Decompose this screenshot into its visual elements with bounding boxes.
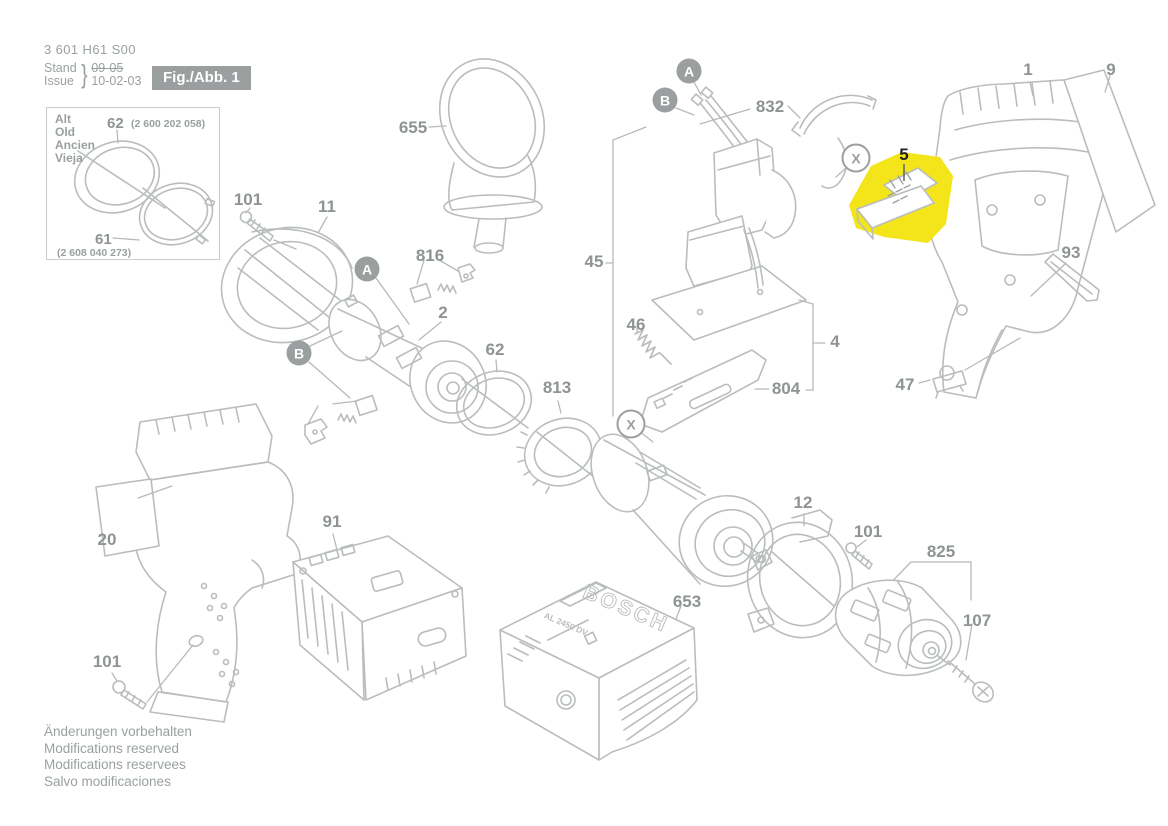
marker-a-mid: A xyxy=(354,256,380,282)
legacy-word-ancien: Ancien xyxy=(55,138,96,152)
part-101-screw-bottom xyxy=(111,644,194,710)
type-number: 3 601 H61 S00 xyxy=(44,42,136,57)
part-45-switch-assembly xyxy=(605,86,807,417)
callout-1: 1 xyxy=(1023,60,1033,79)
marker-b-top: B xyxy=(652,87,678,113)
callout-47: 47 xyxy=(895,375,915,394)
revision-brace: } xyxy=(80,58,88,89)
part-12-flange xyxy=(746,509,854,639)
legacy-parts-box: Alt Old Ancien Vieja 62 (2 600 202 058) … xyxy=(46,107,220,260)
marker-leaders xyxy=(308,81,702,399)
footer-line-en: Modifications reserved xyxy=(44,740,180,756)
part-816-brush-lower xyxy=(304,394,378,445)
group-4-bracket xyxy=(754,299,826,391)
marker-b-mid: B xyxy=(286,340,312,366)
callout-20: 20 xyxy=(97,530,117,549)
legacy-word-alt: Alt xyxy=(55,112,71,126)
marker-x-mid: X xyxy=(616,409,646,439)
callout-655: 655 xyxy=(398,118,428,137)
callout-5: 5 xyxy=(899,145,909,164)
footer-line-es: Salvo modificaciones xyxy=(44,773,171,789)
part-62-ring xyxy=(455,359,533,436)
part-5-slider xyxy=(849,152,953,243)
legacy-part-62-number: 62 xyxy=(107,115,124,132)
legacy-part-62-code: (2 600 202 058) xyxy=(131,118,206,130)
callout-101-bottom: 101 xyxy=(92,652,122,671)
legacy-part-61-number: 61 xyxy=(95,231,112,248)
revision-labels: Stand Issue xyxy=(44,62,77,88)
part-1-housing xyxy=(927,79,1105,399)
legacy-ring-61-art xyxy=(112,182,216,246)
part-825-chuck xyxy=(834,561,973,677)
callout-45: 45 xyxy=(584,252,604,271)
callout-93: 93 xyxy=(1061,243,1081,262)
callout-46: 46 xyxy=(626,315,646,334)
part-101-screw-right xyxy=(845,539,873,570)
footer-line-fr: Modifications reservees xyxy=(44,757,186,772)
part-9-plate xyxy=(1063,69,1156,233)
superseded-date: 09-05 xyxy=(91,61,124,75)
part-46-spring xyxy=(634,326,672,365)
callout-101-top: 101 xyxy=(233,190,263,209)
legacy-ring-62-art xyxy=(73,129,166,214)
part-91-battery xyxy=(292,533,467,701)
callout-813: 813 xyxy=(542,378,572,397)
revision-block: Stand Issue } 09-05 10-02-03 xyxy=(44,58,141,89)
callout-816-upper: 816 xyxy=(415,246,445,265)
callout-2: 2 xyxy=(438,303,448,322)
part-816-brush-upper xyxy=(409,259,476,303)
part-20-drill-housing xyxy=(95,403,301,723)
callout-62: 62 xyxy=(485,340,505,359)
footer-notice: Änderungen vorbehalten Modifications res… xyxy=(44,724,192,790)
stand-label: Stand xyxy=(44,61,77,75)
part-gearbox xyxy=(590,430,774,588)
callout-4: 4 xyxy=(830,332,840,351)
callout-9: 9 xyxy=(1106,60,1116,79)
revision-dates: 09-05 10-02-03 xyxy=(91,62,141,88)
part-47-clip xyxy=(918,337,1021,399)
current-date: 10-02-03 xyxy=(91,74,142,88)
callout-101-right: 101 xyxy=(853,522,883,541)
footer-line-de: Änderungen vorbehalten xyxy=(44,724,192,739)
legacy-word-vieja: Vieja xyxy=(55,151,83,165)
part-655-funnel xyxy=(428,58,546,254)
legacy-part-61-code: (2 608 040 273) xyxy=(57,247,132,259)
marker-x-top: X xyxy=(841,143,871,173)
callout-12: 12 xyxy=(793,493,813,512)
legacy-word-old: Old xyxy=(55,125,75,139)
callout-107: 107 xyxy=(962,611,992,630)
callout-804: 804 xyxy=(771,379,801,398)
part-653-charger xyxy=(499,581,698,761)
callout-825: 825 xyxy=(926,542,956,561)
part-11-cover xyxy=(220,216,354,344)
part-804-plate xyxy=(639,349,767,433)
callout-832: 832 xyxy=(755,97,785,116)
callout-91: 91 xyxy=(322,512,342,531)
issue-label: Issue xyxy=(44,74,74,88)
part-2-motor xyxy=(328,294,487,424)
callout-653: 653 xyxy=(672,592,702,611)
figure-badge: Fig./Abb. 1 xyxy=(152,66,251,90)
callout-11: 11 xyxy=(318,197,336,216)
marker-a-top: A xyxy=(676,58,702,84)
part-93-bit xyxy=(1030,253,1100,302)
part-107-screw xyxy=(947,660,995,703)
